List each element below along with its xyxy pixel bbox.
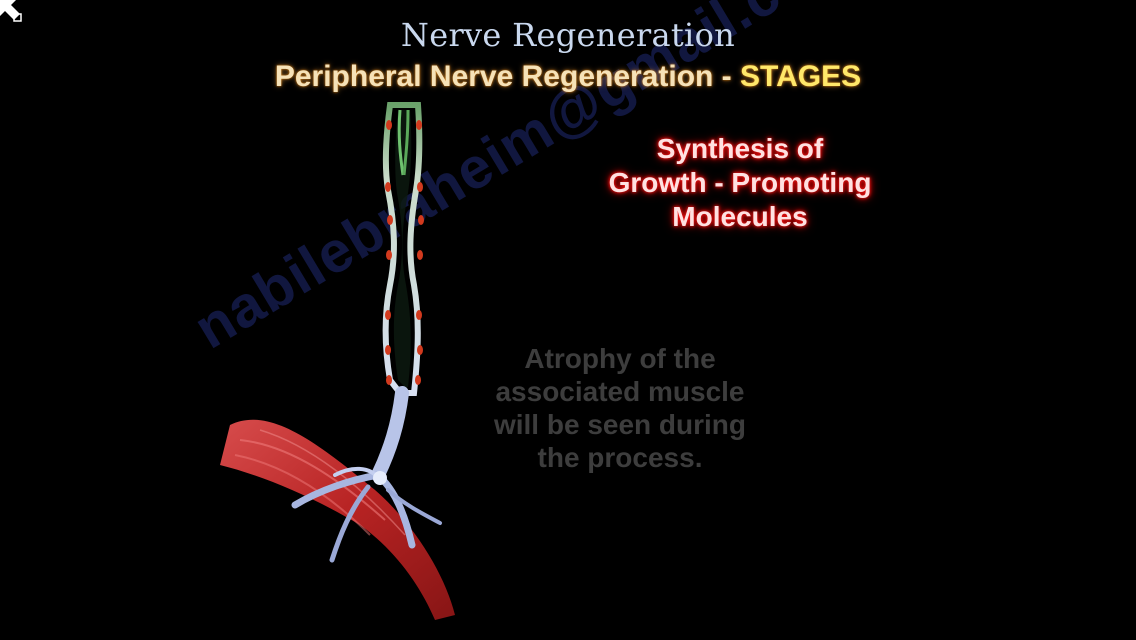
atrophy-note: Atrophy of the associated muscle will be… <box>470 342 770 474</box>
expand-arrow-icon[interactable] <box>0 0 22 22</box>
synthesis-line: Molecules <box>672 201 808 232</box>
synthesis-label: Synthesis of Growth - Promoting Molecule… <box>560 132 920 234</box>
note-line: associated muscle <box>495 376 745 407</box>
slide-title: Nerve Regeneration <box>400 16 736 54</box>
synthesis-line: Synthesis of <box>656 133 824 164</box>
note-line: will be seen during <box>493 409 747 440</box>
slide-subtitle: Peripheral Nerve Regeneration - STAGES <box>0 60 1136 94</box>
subtitle-main: Peripheral Nerve Regeneration - <box>274 60 741 93</box>
note-line: the process. <box>537 442 703 473</box>
nerve-muscle-illustration <box>220 102 455 620</box>
note-line: Atrophy of the <box>524 343 716 374</box>
synthesis-line: Growth - Promoting <box>608 167 872 198</box>
subtitle-accent: STAGES <box>740 60 862 93</box>
